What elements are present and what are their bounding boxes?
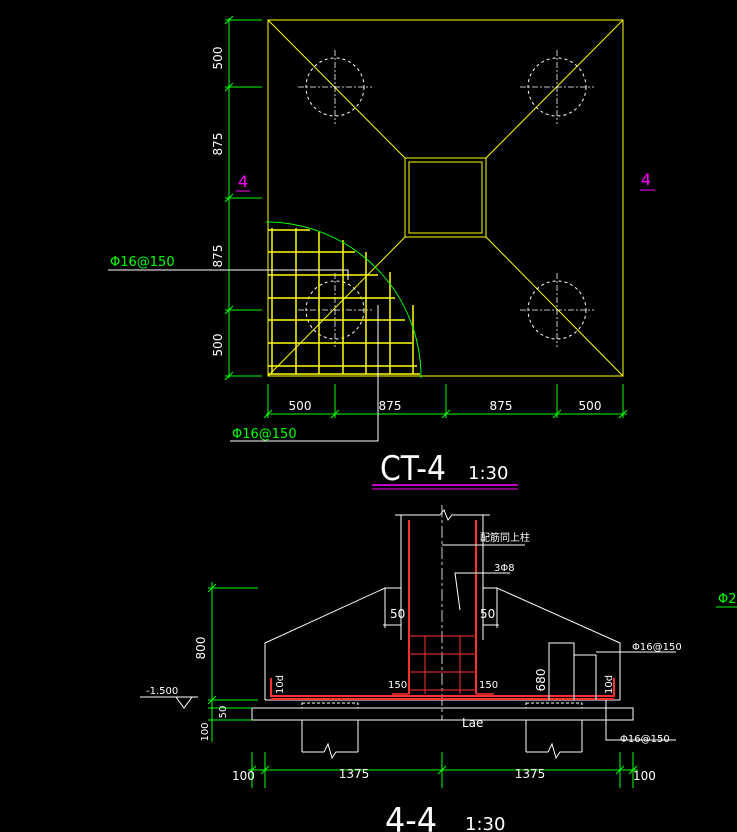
section-dim-right: 100 (633, 769, 656, 783)
section-mark-left: 4 (238, 172, 248, 191)
rebar-leader-1 (108, 269, 349, 280)
dim-left-2: 875 (211, 133, 225, 156)
stirrup-note: 3Φ8 (494, 563, 515, 574)
section-column (395, 509, 490, 640)
left-dimension (224, 15, 262, 381)
section-left-dims (207, 582, 258, 742)
section-dim-left: 100 (232, 769, 255, 783)
column-outline (404, 157, 487, 238)
dim-left-3: 875 (211, 245, 225, 268)
bar-bottom-label: Φ16@150 (620, 734, 670, 745)
section-dim-mid-left: 1375 (339, 767, 370, 781)
column-note: 配筋同上柱 (480, 531, 530, 544)
rebar-label-2: Φ16@150 (232, 427, 297, 442)
edge-label: Φ2 (718, 592, 737, 607)
section-title: 4-4 (385, 801, 437, 832)
lae-label: Lae (462, 716, 483, 730)
haunch-right-label: 50 (480, 607, 495, 621)
section-scale: 1:30 (465, 814, 505, 832)
rebar-leader-2 (230, 305, 379, 442)
rebar-grid (268, 228, 420, 375)
section-height-label: 800 (194, 637, 208, 660)
column-notes-leaders (442, 544, 525, 611)
haunch-lines (383, 588, 499, 628)
section-bottom-dims (247, 752, 638, 788)
blinding-layer (251, 707, 634, 721)
height-right-label: 680 (534, 669, 548, 692)
pile-cap-outline (267, 19, 624, 377)
section-pile-right (525, 702, 583, 760)
hook-left-label: 10d (275, 675, 286, 694)
anchor-left-label: 150 (388, 680, 407, 691)
dim-bottom-4: 500 (579, 399, 602, 413)
plan-view: 500 875 875 500 500 875 875 500 Φ16@150 (108, 15, 655, 490)
hook-right-label: 10d (604, 675, 615, 694)
dim-left-4: 500 (211, 334, 225, 357)
right-detail (548, 642, 676, 741)
dim-100-label: 100 (200, 722, 211, 741)
anchor-right-label: 150 (479, 680, 498, 691)
section-dim-mid-right: 1375 (515, 767, 546, 781)
plan-scale: 1:30 (468, 463, 508, 484)
plan-title: CT-4 (380, 449, 446, 489)
cap-outline (264, 587, 621, 701)
dim-50-label: 50 (218, 706, 229, 719)
column-inner (408, 161, 483, 234)
dim-left-1: 500 (211, 47, 225, 70)
haunch-left-label: 50 (390, 607, 405, 621)
section-view: 50 50 150 150 10d 10d (140, 505, 737, 832)
diagonal-line (485, 236, 624, 377)
rebar-label-1: Φ16@150 (110, 255, 175, 270)
bottom-rebar (270, 678, 615, 700)
dim-bottom-3: 875 (490, 399, 513, 413)
diagonal-line (485, 19, 624, 159)
diagonal-line (267, 236, 406, 377)
dim-bottom-2: 875 (379, 399, 402, 413)
bottom-dimension (263, 384, 628, 419)
bar-top-label: Φ16@150 (632, 642, 682, 653)
elevation-label: -1.500 (146, 686, 178, 697)
section-mark-right: 4 (641, 170, 651, 189)
break-arc (265, 221, 422, 379)
column-rebar (408, 520, 477, 694)
column-stirrups (409, 635, 476, 694)
elevation-marker (140, 696, 198, 709)
section-pile-left (301, 702, 359, 760)
diagonal-line (267, 19, 406, 159)
dim-bottom-1: 500 (289, 399, 312, 413)
